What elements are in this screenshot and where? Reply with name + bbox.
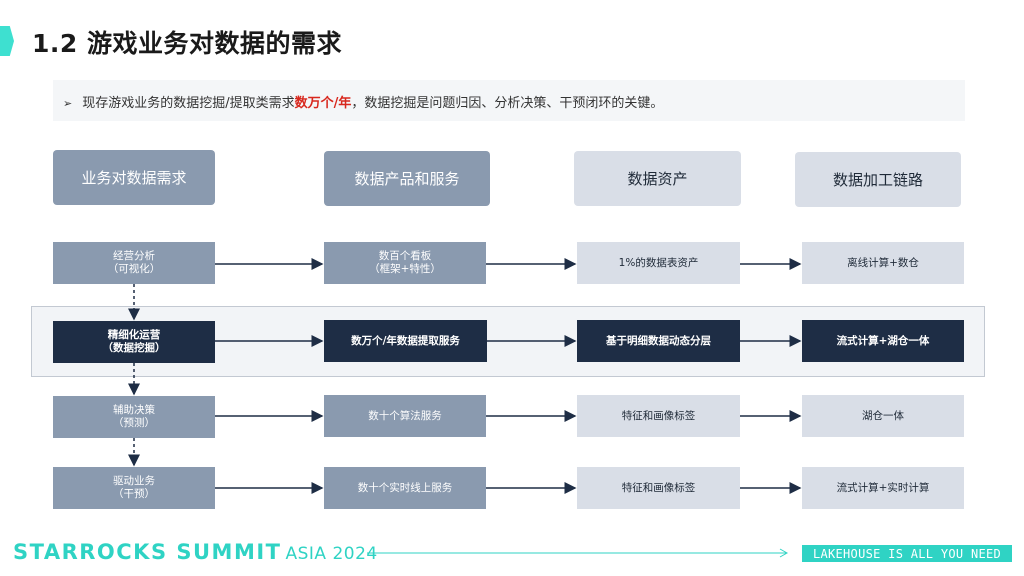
header-data-pipeline: 数据加工链路: [795, 152, 961, 207]
header-business-need: 业务对数据需求: [53, 150, 215, 205]
need-cell-3-line1: 辅助决策: [113, 404, 155, 416]
footer-tagline: LAKEHOUSE IS ALL YOU NEED: [802, 545, 1012, 562]
bullet-arrow-icon: ➢: [63, 97, 73, 110]
asset-cell-2: 基于明细数据动态分层: [577, 320, 740, 362]
note-text: ➢ 现存游戏业务的数据挖掘/提取类需求数万个/年，数据挖掘是问题归因、分析决策、干…: [63, 92, 663, 111]
note-post: ，数据挖掘是问题归因、分析决策、干预闭环的关键。: [351, 96, 664, 111]
pipeline-cell-2: 流式计算+湖仓一体: [802, 320, 964, 362]
product-cell-3: 数十个算法服务: [324, 395, 486, 437]
header-data-asset: 数据资产: [574, 151, 741, 206]
need-cell-4: 驱动业务 （干预）: [53, 467, 215, 509]
note-highlight: 数万个/年: [294, 96, 352, 111]
footer-event: ASIA 2024: [285, 544, 378, 564]
footer-brand-name: STARROCKS SUMMIT: [13, 540, 282, 564]
asset-cell-4: 特征和画像标签: [577, 467, 740, 509]
page-title: 1.2 游戏业务对数据的需求: [32, 29, 342, 58]
note-pre: 现存游戏业务的数据挖掘/提取类需求: [82, 96, 295, 111]
product-cell-4: 数十个实时线上服务: [324, 467, 486, 509]
footer-arrow-head: [779, 548, 789, 558]
need-cell-4-line1: 驱动业务: [113, 475, 155, 487]
product-cell-1-line2: （框架+特性）: [369, 263, 441, 275]
need-cell-1: 经营分析 （可视化）: [53, 242, 215, 284]
need-cell-2-line1: 精细化运营: [107, 329, 161, 341]
pipeline-cell-3: 湖仓一体: [802, 395, 964, 437]
product-cell-1: 数百个看板 （框架+特性）: [324, 242, 486, 284]
need-cell-3: 辅助决策 （预测）: [53, 396, 215, 438]
need-cell-1-line1: 经营分析: [113, 250, 155, 262]
asset-cell-1: 1%的数据表资产: [577, 242, 740, 284]
product-cell-2: 数万个/年数据提取服务: [324, 320, 487, 362]
title-accent-tab: [0, 26, 14, 56]
need-cell-2: 精细化运营 （数据挖掘）: [53, 321, 215, 363]
pipeline-cell-4: 流式计算+实时计算: [802, 467, 964, 509]
product-cell-1-line1: 数百个看板: [378, 250, 432, 262]
need-cell-3-line2: （预测）: [113, 417, 155, 429]
asset-cell-3: 特征和画像标签: [577, 395, 740, 437]
need-cell-2-line2: （数据挖掘）: [102, 342, 166, 354]
need-cell-1-line2: （可视化）: [107, 263, 161, 275]
note-box: ➢ 现存游戏业务的数据挖掘/提取类需求数万个/年，数据挖掘是问题归因、分析决策、干…: [53, 80, 965, 121]
pipeline-cell-1: 离线计算+数仓: [802, 242, 964, 284]
header-data-product: 数据产品和服务: [324, 151, 490, 206]
need-cell-4-line2: （干预）: [113, 488, 155, 500]
